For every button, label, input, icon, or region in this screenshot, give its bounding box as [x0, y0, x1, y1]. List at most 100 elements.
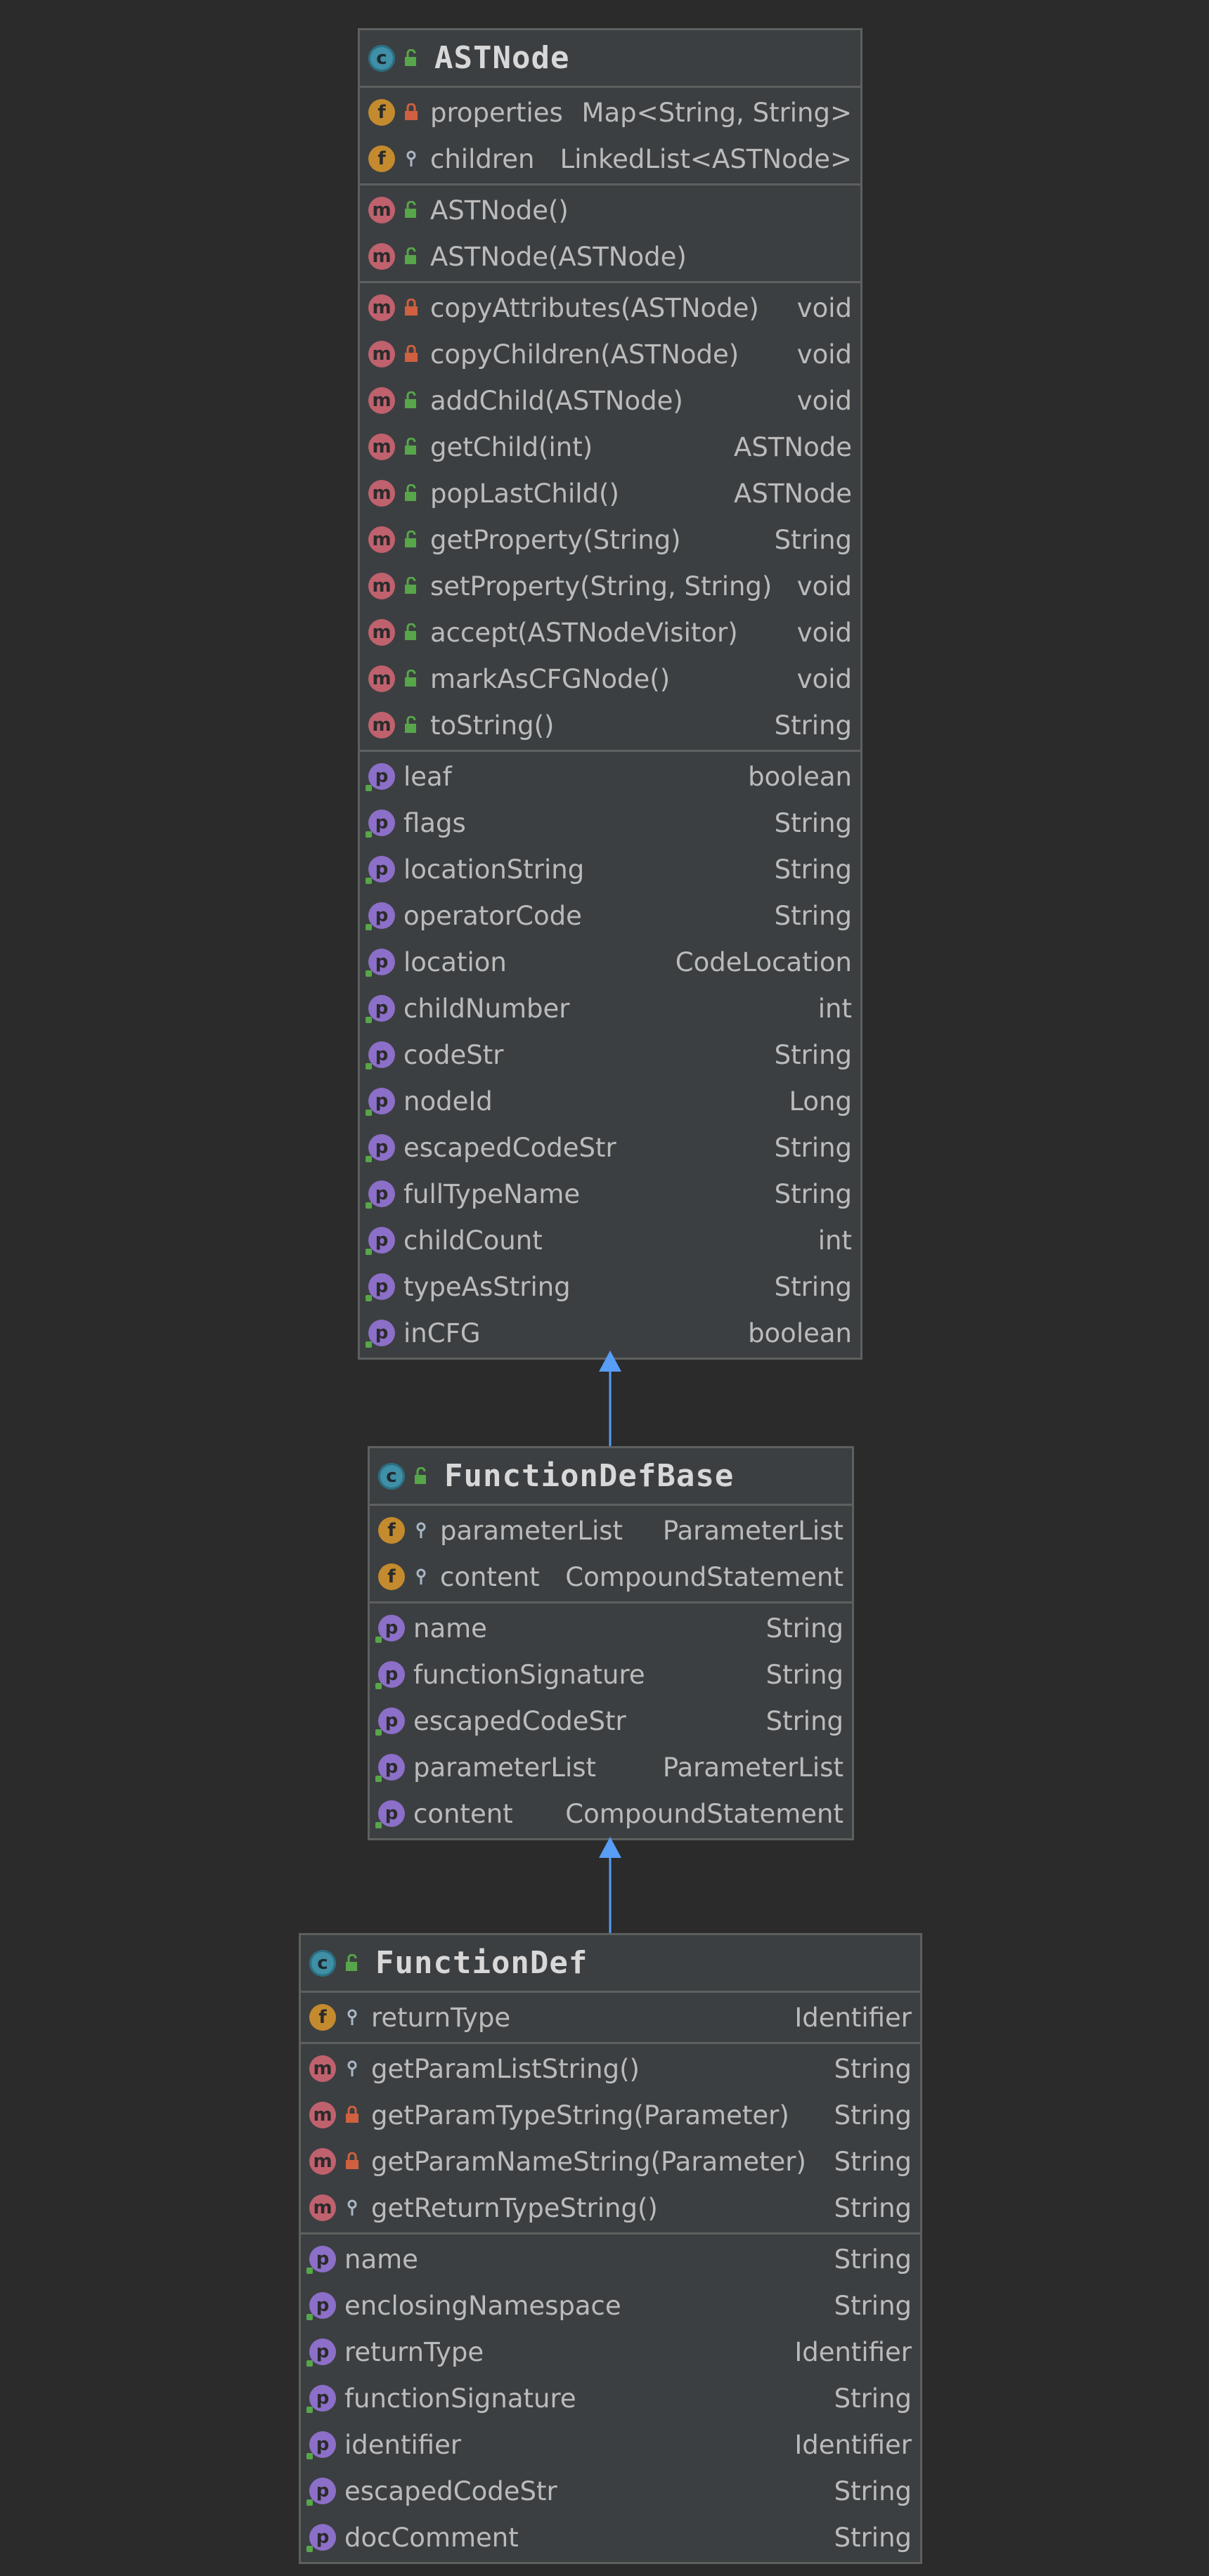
member-name: getParamTypeString(Parameter) — [371, 2100, 789, 2131]
member-name: accept(ASTNodeVisitor) — [430, 617, 738, 648]
member-type: String — [774, 854, 852, 885]
property-icon: p — [375, 1615, 405, 1643]
member-name: parameterList — [440, 1515, 623, 1546]
property-icon: p — [366, 1273, 395, 1301]
member-name: ASTNode() — [430, 195, 569, 226]
member-type: void — [796, 663, 852, 694]
member-name: leaf — [403, 761, 452, 792]
property-icon: p — [366, 1320, 395, 1348]
member-name: parameterList — [413, 1752, 597, 1783]
member-type: ASTNode — [734, 478, 852, 509]
method-icon: m — [309, 2194, 336, 2221]
member-type: String — [774, 900, 852, 931]
member-type: void — [796, 292, 852, 323]
member-name: copyAttributes(ASTNode) — [430, 292, 759, 323]
inheritance-arrow-functiondefbase-to-astnode — [599, 1351, 621, 1446]
member-type: CompoundStatement — [565, 1561, 843, 1592]
member-type: void — [796, 617, 852, 648]
private-lock-icon — [342, 2148, 363, 2175]
property-icon: p — [306, 2338, 336, 2367]
member-type: void — [796, 385, 852, 416]
member-name: setProperty(String, String) — [430, 571, 772, 601]
member-name: escapedCodeStr — [403, 1132, 616, 1163]
class-name: FunctionDef — [375, 1945, 588, 1981]
package-key-icon — [342, 2004, 363, 2031]
public-unlock-icon — [410, 1463, 432, 1490]
public-unlock-icon — [401, 712, 422, 739]
member-name: docComment — [344, 2522, 519, 2553]
member-type: LinkedList<ASTNode> — [560, 143, 852, 174]
member-type: String — [774, 1132, 852, 1163]
public-unlock-icon — [342, 1950, 363, 1977]
inheritance-arrow-functiondef-to-functiondefbase — [599, 1837, 621, 1933]
member-type: String — [834, 2146, 912, 2177]
member-name: getParamListString() — [371, 2053, 640, 2084]
public-unlock-icon — [401, 573, 422, 599]
property-icon: p — [306, 2246, 336, 2274]
method-icon: m — [309, 2148, 336, 2175]
package-key-icon — [410, 1517, 432, 1544]
member-type: Map<String, String> — [581, 97, 852, 128]
field-icon: f — [378, 1563, 405, 1590]
member-type: Identifier — [794, 2429, 912, 2460]
class-icon: c — [368, 44, 395, 72]
private-lock-icon — [401, 99, 422, 126]
member-type: ParameterList — [662, 1752, 843, 1783]
property-icon: p — [366, 856, 395, 884]
